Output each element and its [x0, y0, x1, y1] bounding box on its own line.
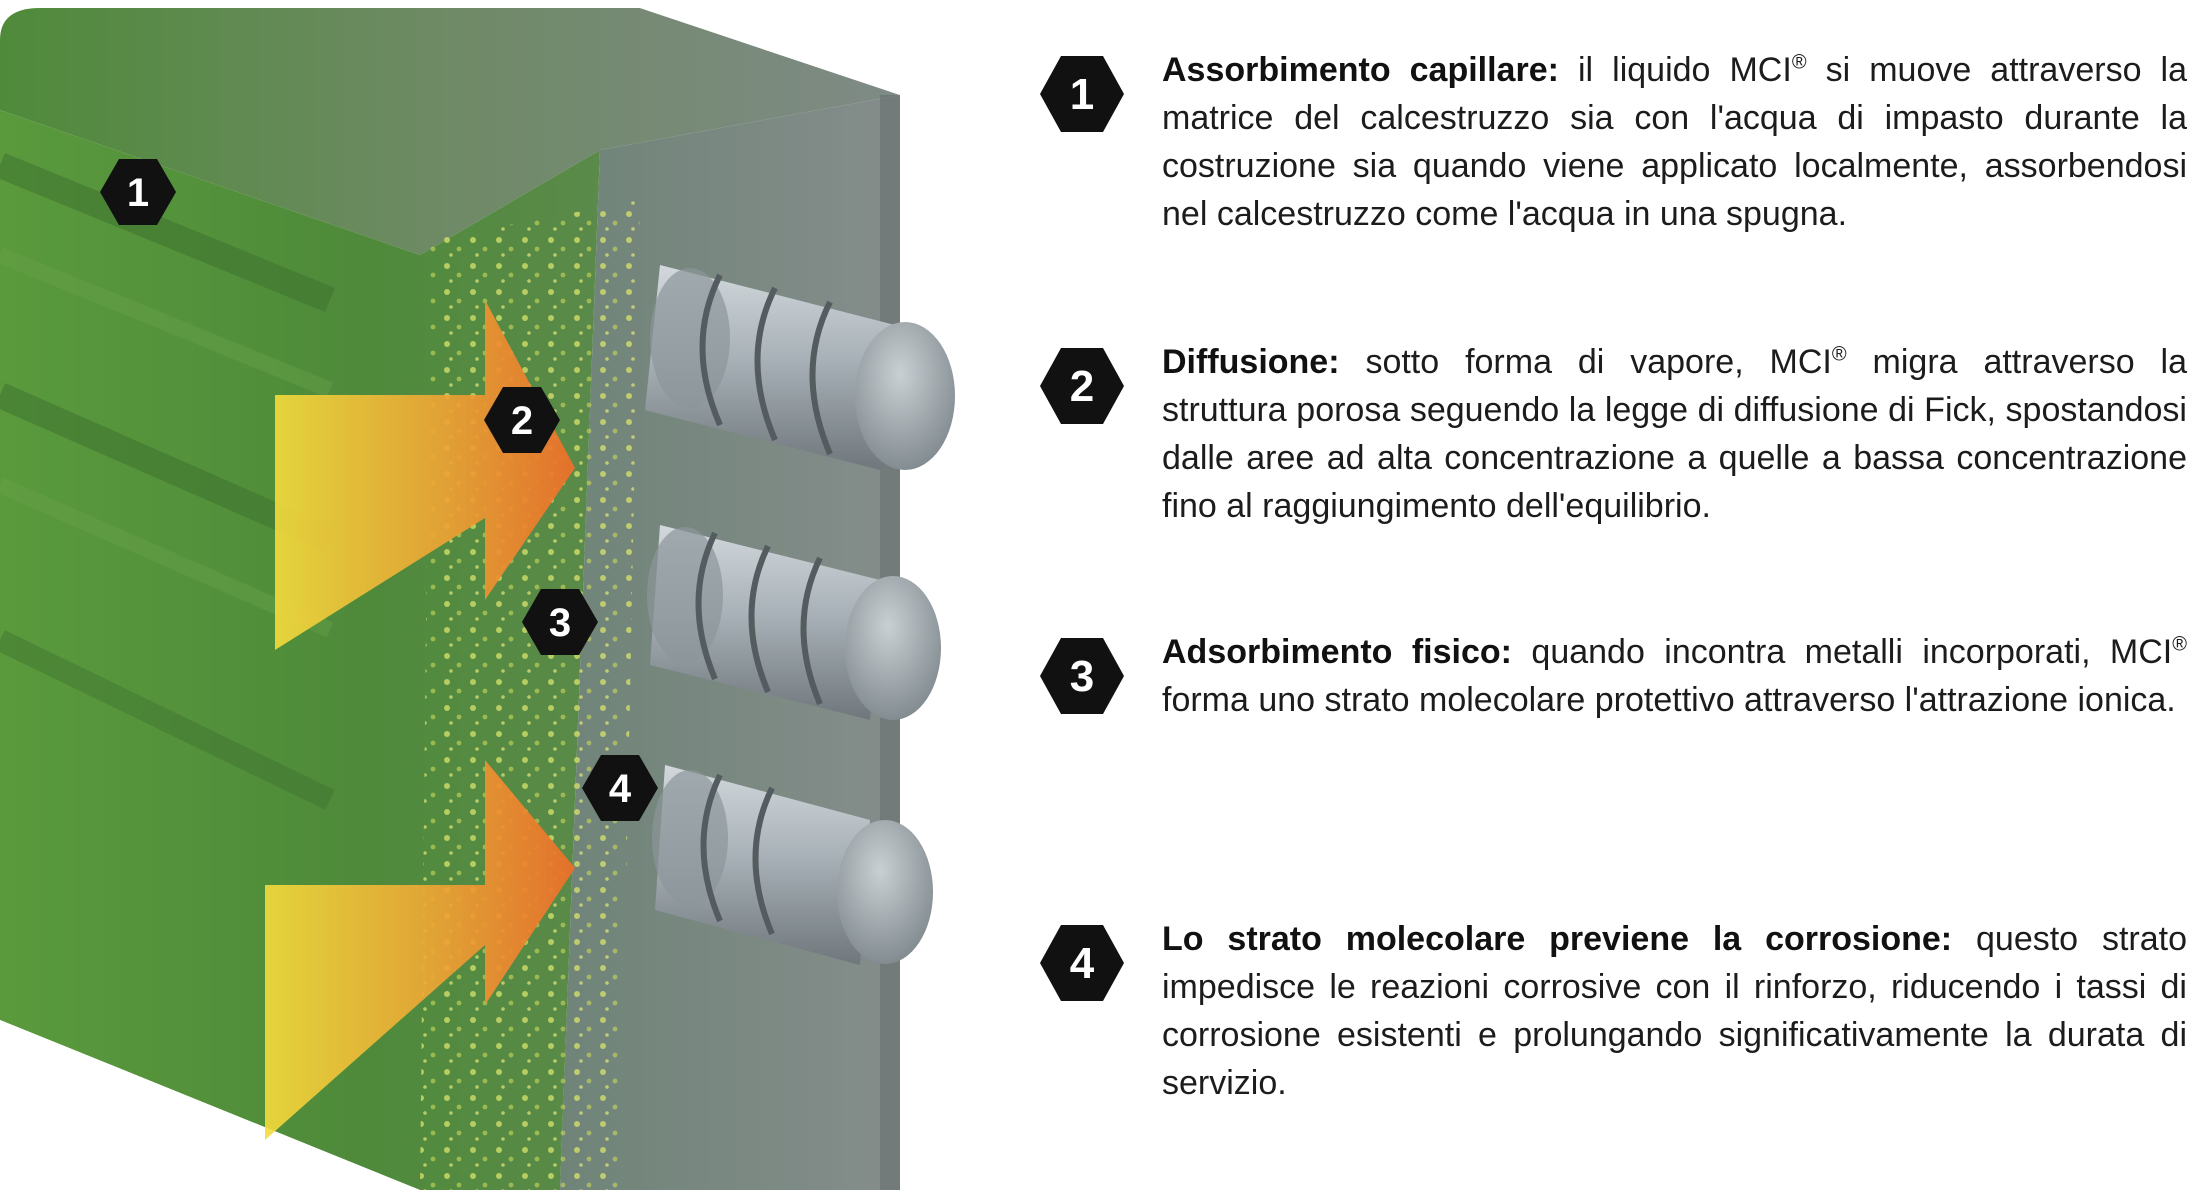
step-1-description: Assorbimento capillare: il liquido MCI® … — [1162, 46, 2187, 238]
step-3-number: 3 — [1070, 652, 1094, 701]
step-2-text-b: migra attraverso la struttura porosa seg… — [1162, 343, 2187, 525]
step-3-text-b: forma uno strato molecolare protettivo a… — [1162, 681, 2176, 719]
marker-2: 2 — [484, 387, 560, 453]
marker-4: 4 — [582, 755, 658, 821]
step-3-text-a: quando incontra metalli incorporati, MCI — [1512, 633, 2173, 671]
step-4-badge: 4 — [1040, 925, 1124, 1001]
step-1-text-a: il liquido MCI — [1558, 51, 1792, 89]
step-3-description: Adsorbimento fisico: quando incontra met… — [1162, 628, 2187, 724]
step-2-text-a: sotto forma di vapore, MCI — [1339, 343, 1832, 381]
marker-3-label: 3 — [549, 601, 571, 645]
step-4-text-a: questo strato impedisce le reazioni corr… — [1162, 920, 2187, 1102]
marker-1: 1 — [100, 159, 176, 225]
step-2-description: Diffusione: sotto forma di vapore, MCI® … — [1162, 338, 2187, 530]
step-2-number: 2 — [1070, 362, 1094, 411]
step-1-text-b: si muove attraverso la matrice del calce… — [1162, 51, 2187, 233]
marker-4-label: 4 — [609, 767, 632, 811]
concrete-cross-section-illustration: 1 2 3 4 — [0, 8, 955, 1190]
step-3-trademark: ® — [2172, 633, 2187, 656]
marker-3: 3 — [522, 589, 598, 655]
step-4-number: 4 — [1070, 939, 1095, 988]
rebar-upper — [645, 265, 955, 470]
marker-1-label: 1 — [127, 171, 149, 215]
step-3-badge: 3 — [1040, 638, 1124, 714]
step-1-title: Assorbimento capillare: — [1162, 51, 1559, 89]
step-4-description: Lo strato molecolare previene la corrosi… — [1162, 915, 2187, 1107]
step-4-title: Lo strato molecolare previene la corrosi… — [1162, 920, 1953, 958]
block-top-face — [0, 8, 900, 255]
step-2-trademark: ® — [1831, 343, 1847, 366]
step-2-title: Diffusione: — [1162, 343, 1340, 381]
step-2-badge: 2 — [1040, 348, 1124, 424]
rebar-middle — [647, 525, 941, 720]
step-1-badge: 1 — [1040, 56, 1124, 132]
diffusion-arrow-upper — [275, 300, 575, 650]
step-3-title: Adsorbimento fisico: — [1162, 633, 1512, 671]
rebar-lower — [652, 765, 933, 965]
step-1-trademark: ® — [1791, 51, 1807, 74]
legend: 1 Assorbimento capillare: il liquido MCI… — [1040, 0, 2190, 1200]
pore-dots — [420, 200, 640, 1190]
marker-2-label: 2 — [511, 399, 533, 443]
step-1-number: 1 — [1070, 70, 1094, 119]
diffusion-arrow-lower — [265, 760, 575, 1140]
